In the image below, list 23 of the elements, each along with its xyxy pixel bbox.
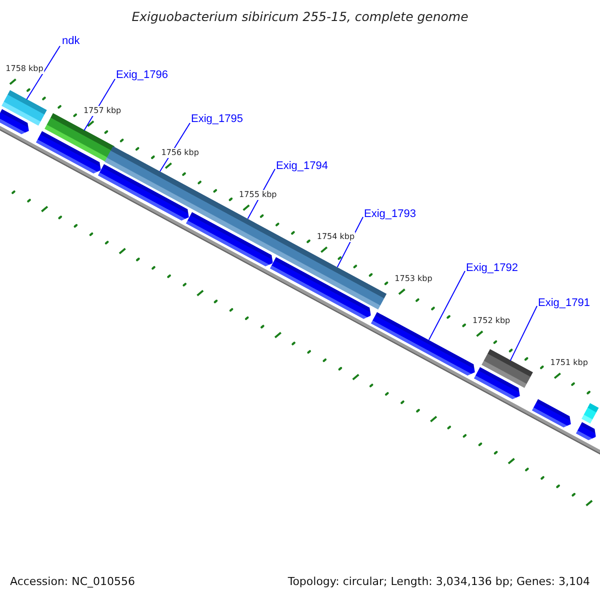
scale-label: 1751 kbp [549,358,589,368]
leader-line [26,46,60,100]
gene-feature [0,109,32,137]
footer-text: Accession: NC_010556 [10,575,136,588]
gene-label: Exig_1795 [191,113,243,125]
scale-label: 1752 kbp [471,316,512,326]
footer-text: Topology: circular; Length: 3,034,136 bp; Genes: 3,104 [288,575,590,588]
scale-label: 1758 kbp [4,64,44,74]
gene-feature [532,398,574,430]
scale-label: 1754 kbp [316,232,356,242]
title: Exiguobacterium sibiricum 255-15, complete genome [130,9,470,24]
scale-label: 1757 kbp [82,106,122,116]
scale-label: 1756 kbp [160,148,200,158]
leader-line [510,306,538,362]
gene-label: Exig_1796 [116,69,168,81]
gene-feature [98,164,192,224]
scale-label: 1753 kbp [394,274,434,284]
gene-label: Exig_1792 [466,262,518,274]
gene-label: Exig_1793 [364,208,416,220]
scale-label: 1755 kbp [238,190,278,200]
leader-line [428,270,466,340]
gene-label: ndk [62,35,80,47]
gene-label: Exig_1791 [538,297,590,309]
